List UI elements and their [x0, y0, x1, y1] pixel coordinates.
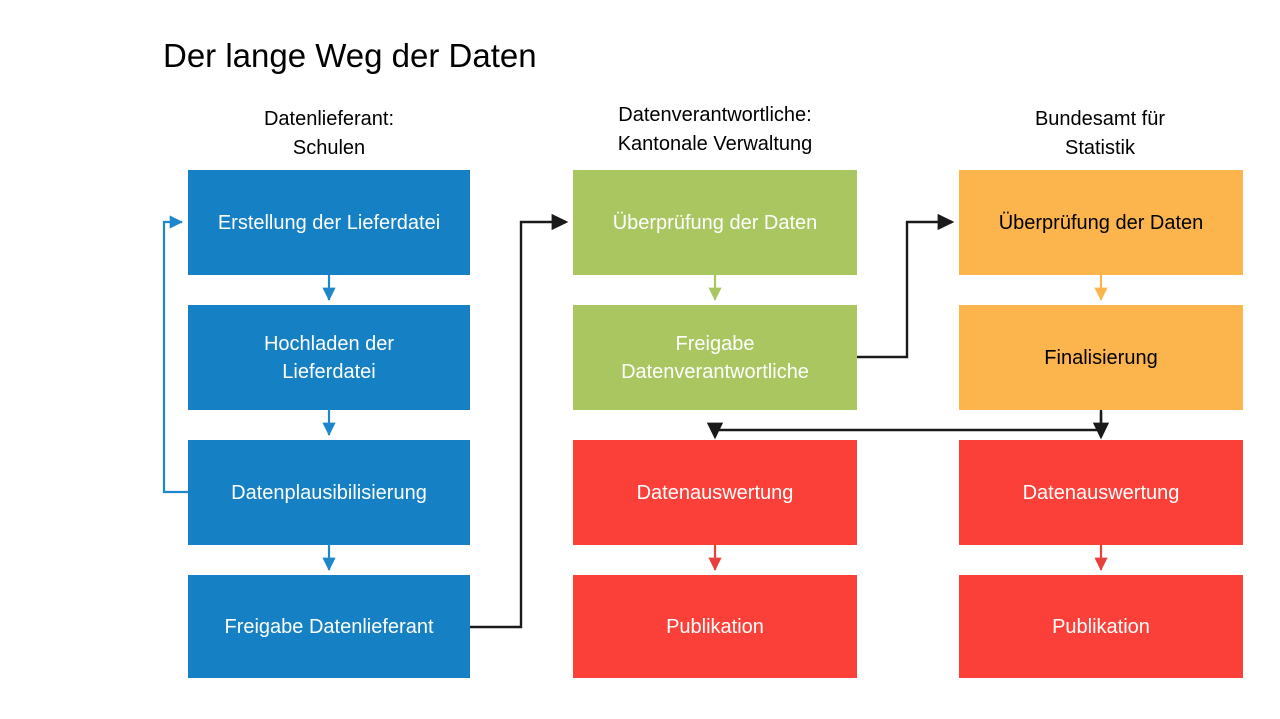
node-publikation-kanton[interactable]: Publikation: [573, 575, 857, 678]
node-datenauswertung-bfs[interactable]: Datenauswertung: [959, 440, 1243, 545]
node-label-line-1: Datenplausibilisierung: [231, 481, 427, 504]
column-header-line-2: Kantonale Verwaltung: [617, 133, 813, 155]
node-label-line-1: Hochladen der: [263, 332, 395, 355]
node-label: Erstellung der Lieferdatei: [218, 209, 440, 237]
node-label: Datenplausibilisierung: [231, 479, 427, 507]
node-label-line-1: Datenauswertung: [636, 481, 794, 504]
node-label: Publikation: [666, 613, 764, 641]
node-label: Hochladen der Lieferdatei: [264, 330, 394, 386]
node-label-line-1: Datenauswertung: [1022, 481, 1180, 504]
node-label-line-1: Finalisierung: [1044, 346, 1158, 369]
node-freigabe-datenlieferant[interactable]: Freigabe Datenlieferant: [188, 575, 470, 678]
column-header-line-1: Datenlieferant:: [263, 108, 395, 130]
node-label-line-1: Überprüfung der Daten: [998, 211, 1204, 234]
node-label-line-1: Erstellung der Lieferdatei: [217, 211, 441, 234]
column-header-line-1: Bundesamt für: [1034, 108, 1166, 130]
connector-freigabe-kanton-to-ueberpruefung-bfs: [857, 213, 955, 359]
node-label-line-2: Lieferdatei: [282, 360, 376, 383]
node-datenplausibilisierung[interactable]: Datenplausibilisierung: [188, 440, 470, 545]
node-label: Datenauswertung: [637, 479, 794, 507]
node-ueberpruefung-der-daten-kanton[interactable]: Überprüfung der Daten: [573, 170, 857, 275]
node-hochladen-der-lieferdatei[interactable]: Hochladen der Lieferdatei: [188, 305, 470, 410]
node-label: Freigabe Datenlieferant: [224, 613, 433, 641]
node-erstellung-der-lieferdatei[interactable]: Erstellung der Lieferdatei: [188, 170, 470, 275]
node-label: Überprüfung der Daten: [613, 209, 818, 237]
node-label: Datenauswertung: [1023, 479, 1180, 507]
connector-feedback-datenplausibilisierung-to-erstellung: [162, 215, 188, 494]
node-label-line-1: Freigabe: [675, 332, 755, 355]
node-datenauswertung-kanton[interactable]: Datenauswertung: [573, 440, 857, 545]
node-label: Freigabe Datenverantwortliche: [621, 330, 809, 386]
column-header-line-1: Datenverantwortliche:: [618, 104, 812, 126]
node-ueberpruefung-der-daten-bfs[interactable]: Überprüfung der Daten: [959, 170, 1243, 275]
node-label-line-1: Überprüfung der Daten: [612, 211, 818, 234]
page-title: Der lange Weg der Daten: [163, 37, 537, 74]
node-label: Überprüfung der Daten: [999, 209, 1204, 237]
node-label-line-1: Freigabe Datenlieferant: [224, 615, 434, 638]
node-publikation-bfs[interactable]: Publikation: [959, 575, 1243, 678]
column-header-datenverantwortliche: Datenverantwortliche: Kantonale Verwaltu…: [573, 101, 857, 159]
node-freigabe-datenverantwortliche[interactable]: Freigabe Datenverantwortliche: [573, 305, 857, 410]
node-label: Finalisierung: [1044, 344, 1157, 372]
column-header-datenlieferant: Datenlieferant: Schulen: [188, 105, 470, 163]
column-header-bundesamt-fuer-statistik: Bundesamt für Statistik: [958, 105, 1242, 163]
node-label-line-1: Publikation: [1052, 615, 1150, 638]
node-finalisierung[interactable]: Finalisierung: [959, 305, 1243, 410]
node-label-line-1: Publikation: [666, 615, 764, 638]
connector-freigabe-datenlieferant-to-ueberpruefung-kanton: [470, 213, 569, 629]
column-header-line-2: Statistik: [1064, 137, 1136, 159]
connector-finalisierung-to-datenauswertung-kanton: [706, 412, 1103, 440]
node-label-line-2: Datenverantwortliche: [621, 360, 809, 383]
column-header-line-2: Schulen: [292, 137, 366, 159]
node-label: Publikation: [1052, 613, 1150, 641]
